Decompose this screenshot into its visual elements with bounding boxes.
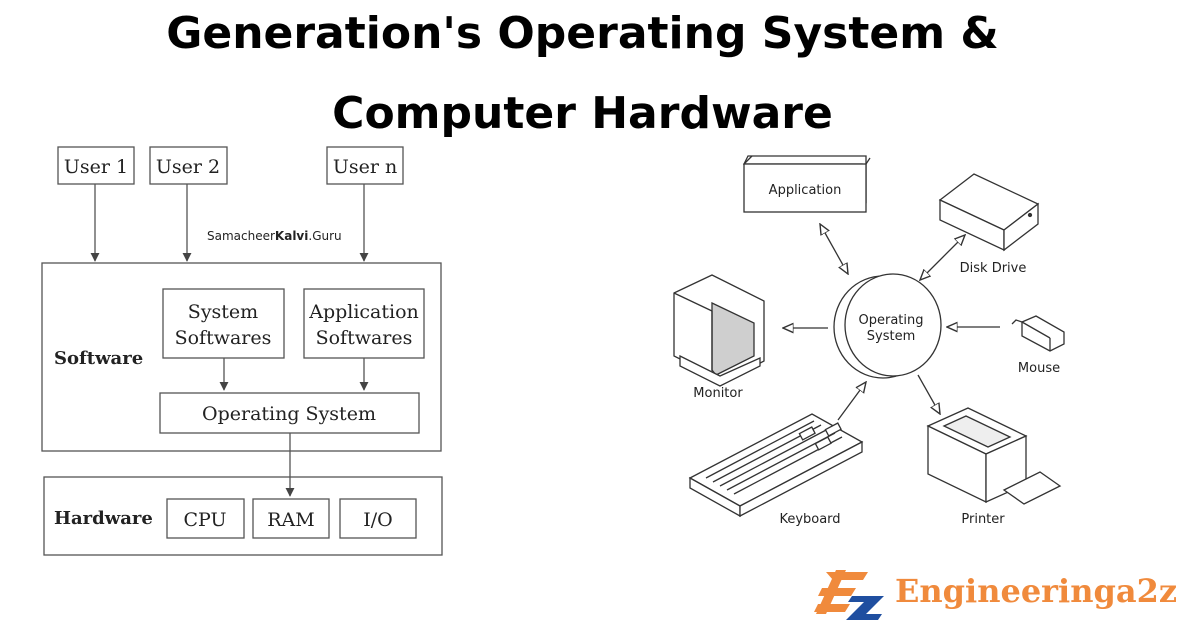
printer-label: Printer (961, 512, 1005, 527)
hardware-label: Hardware (54, 508, 153, 529)
arrow-os-printer (917, 374, 940, 414)
system-softwares-line-2: Softwares (175, 327, 272, 349)
user-n-label: User n (333, 156, 397, 178)
mouse-label: Mouse (1018, 361, 1060, 376)
right-os-diagram (673, 155, 1065, 518)
disk-drive-label: Disk Drive (960, 261, 1027, 276)
cpu-box (166, 498, 245, 539)
hardware-box (43, 476, 443, 556)
application-softwares-line-2: Softwares (316, 327, 413, 349)
user-2-label: User 2 (156, 156, 220, 178)
watermark: SamacheerKalvi.Guru (207, 229, 342, 243)
disk-drive-icon (938, 173, 1040, 252)
application-softwares-line-1: Application (308, 301, 419, 323)
ram-label: RAM (267, 509, 314, 531)
io-label: I/O (363, 509, 392, 531)
user-1-box (57, 146, 135, 185)
arrow-application-os (820, 224, 848, 274)
operating-system-label: Operating System (202, 403, 376, 425)
user-2-box (149, 146, 228, 185)
software-box (41, 262, 442, 452)
brand-logo-icon (814, 570, 884, 620)
cpu-label: CPU (183, 509, 226, 531)
mouse-icon (1011, 315, 1065, 352)
keyboard-icon (688, 413, 864, 518)
software-label: Software (54, 348, 143, 369)
application-box-icon (742, 155, 871, 213)
user-n-box (326, 146, 404, 185)
arrow-keyboard-os (837, 382, 866, 421)
monitor-icon (673, 274, 765, 387)
arrow-diskdrive-os (920, 235, 965, 280)
left-block-diagram (41, 146, 443, 556)
os-center-line-2: System (867, 329, 915, 344)
page-title-line-1: Generation's Operating System & (166, 8, 999, 59)
operating-system-disc (833, 273, 942, 379)
monitor-label: Monitor (693, 386, 743, 401)
application-label: Application (769, 183, 842, 198)
io-box (339, 498, 417, 539)
system-softwares-line-1: System (188, 301, 258, 323)
brand-name[interactable]: Engineeringa2z (895, 572, 1177, 610)
keyboard-label: Keyboard (779, 512, 840, 527)
os-center-line-1: Operating (859, 313, 924, 328)
printer-icon (926, 407, 1062, 505)
user-1-label: User 1 (64, 156, 128, 178)
page-title-line-2: Computer Hardware (332, 88, 833, 139)
ram-box (252, 498, 330, 539)
